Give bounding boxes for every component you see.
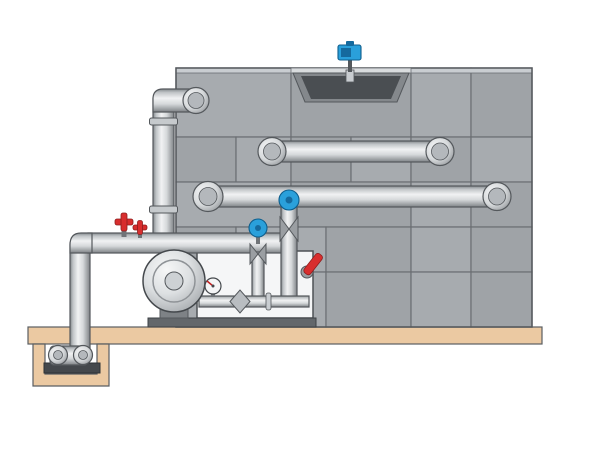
red-handle-stem bbox=[121, 227, 127, 237]
gate-valve-2-body bbox=[249, 242, 259, 266]
drop-pipe-elbow bbox=[69, 232, 93, 254]
upper-pipe-right-flange-face bbox=[431, 142, 449, 161]
gate-valve-1-body bbox=[279, 215, 290, 243]
pump-hub bbox=[164, 271, 184, 291]
gate-valve-2-stem bbox=[256, 235, 260, 244]
tank-panel bbox=[325, 271, 412, 328]
middle-pipe-body bbox=[207, 185, 499, 208]
tank-panel bbox=[410, 226, 472, 273]
riser-pipe bbox=[149, 86, 210, 237]
pump-volute-ring bbox=[152, 259, 196, 303]
tank-panel bbox=[175, 136, 237, 183]
skid-base-rail bbox=[147, 317, 317, 328]
sump-pump bbox=[43, 344, 101, 374]
float-device-window bbox=[341, 48, 351, 57]
valves bbox=[114, 189, 323, 279]
pipe-coupling bbox=[149, 205, 178, 214]
tank-panel bbox=[470, 271, 533, 328]
tank-panel bbox=[470, 136, 533, 183]
drop-pipe bbox=[69, 242, 91, 353]
floor-slab bbox=[27, 326, 543, 345]
gauge-hub bbox=[211, 284, 215, 288]
gate-valve-1-body bbox=[288, 215, 299, 243]
float-device-cap bbox=[346, 41, 354, 46]
upper-pipe bbox=[257, 136, 455, 167]
tank-panel bbox=[470, 67, 533, 138]
pipe-flange-disk bbox=[265, 292, 272, 311]
gate-valve-1-hub bbox=[285, 196, 293, 204]
middle-pipe bbox=[192, 180, 512, 213]
red-lever bbox=[303, 253, 323, 276]
float-device-stem bbox=[348, 58, 352, 72]
pipe-coupling bbox=[149, 117, 178, 126]
sump-pump-flange-face bbox=[78, 350, 88, 360]
red-valve-handle-2 bbox=[137, 220, 143, 235]
middle-pipe-left-flange-face bbox=[198, 187, 218, 206]
top-basin-opening bbox=[301, 76, 401, 99]
sump-pump-flange-face bbox=[53, 350, 63, 360]
upper-pipe-body bbox=[271, 140, 441, 163]
gate-valve-2-body bbox=[257, 242, 267, 266]
red-valve-handle-1 bbox=[120, 212, 128, 232]
tank-panel bbox=[410, 271, 472, 328]
gate-valve-2-hub bbox=[255, 225, 261, 231]
tank-panel bbox=[325, 226, 412, 273]
float-device bbox=[337, 41, 362, 83]
centrifugal-pump bbox=[142, 249, 206, 319]
riser-pipe-flange-face bbox=[187, 92, 205, 109]
sump-pit bbox=[32, 343, 110, 387]
check-valve bbox=[229, 289, 251, 314]
middle-pipe-end-cap-face bbox=[488, 187, 506, 206]
upper-pipe-left-flange-face bbox=[263, 142, 281, 161]
floor-and-pit bbox=[27, 326, 543, 387]
tank-panel bbox=[470, 226, 533, 273]
skid-pipe bbox=[198, 295, 310, 308]
tank-panel bbox=[410, 67, 472, 138]
